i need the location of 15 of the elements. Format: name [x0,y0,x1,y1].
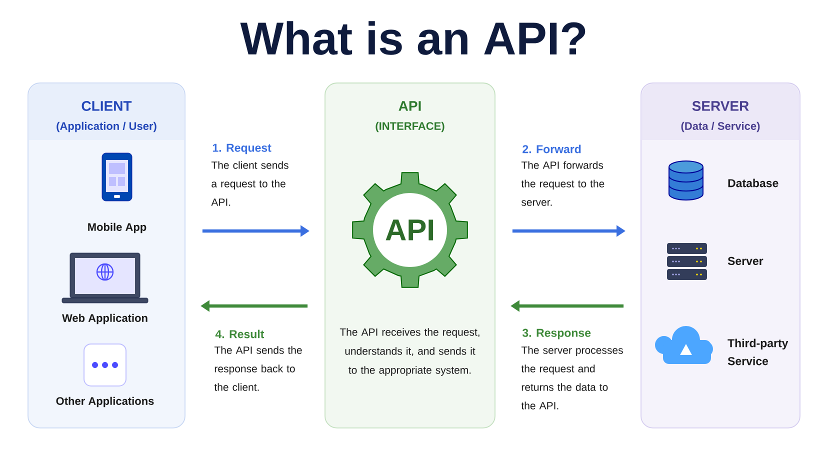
item-label: Mobile App [88,222,146,234]
step-heading: 1. Request [212,144,272,154]
title: What is an API? [240,21,586,55]
step-heading: 3. Response [522,328,591,340]
item-label: Other Applications [56,396,154,408]
step-description: The API sends the response back to the client. [214,346,302,391]
step-description: The server processes the request and returns the data to the API. [521,346,623,410]
step-heading: 4. Result [215,330,264,338]
item-label: Web Application [62,314,148,324]
step-description: The client sends a request to the API. [211,161,288,206]
item-label: Server [728,256,764,266]
step-heading: 2. Forward [522,144,581,154]
item-label: Database [728,178,778,188]
item-label: Third-party Service [728,338,788,366]
step-description: The API forwards the request to the server. [521,161,604,206]
